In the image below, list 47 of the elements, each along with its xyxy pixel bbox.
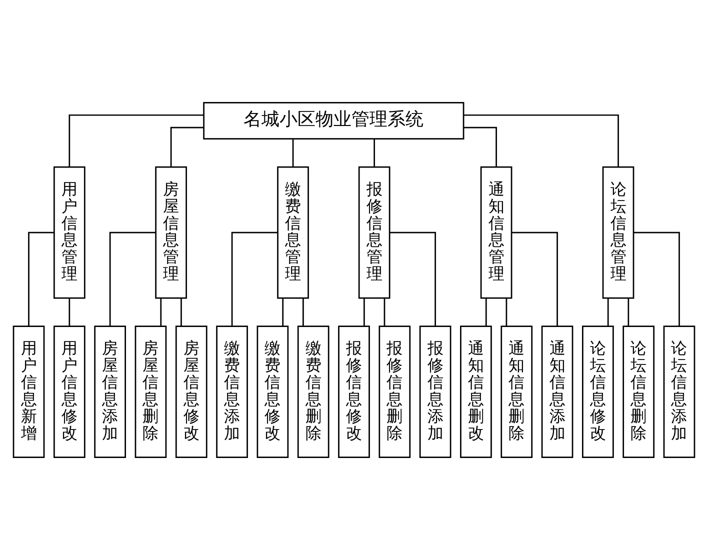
connector bbox=[505, 298, 507, 326]
connector bbox=[463, 114, 618, 167]
connector bbox=[282, 298, 284, 326]
node-box: 用户信息修改 bbox=[53, 326, 85, 458]
connector bbox=[389, 232, 436, 326]
node-box: 房屋信息管理 bbox=[154, 166, 186, 299]
connector bbox=[292, 139, 294, 167]
node-box: 通知信息添加 bbox=[540, 326, 573, 458]
connector bbox=[463, 126, 496, 167]
connector bbox=[68, 298, 70, 326]
connector bbox=[68, 114, 203, 167]
node-box: 缴费信息删除 bbox=[296, 326, 329, 458]
node-box: 论坛信息管理 bbox=[602, 166, 634, 299]
node-box: 报修信息修改 bbox=[338, 326, 370, 458]
node-box: 通知信息管理 bbox=[480, 166, 512, 299]
node-box: 通知信息删改 bbox=[460, 326, 492, 458]
node-box: 缴费信息修改 bbox=[256, 326, 288, 458]
connector bbox=[633, 232, 680, 326]
node-box: 论坛信息修改 bbox=[582, 326, 614, 458]
connector bbox=[362, 298, 364, 326]
node-box: 论坛信息删除 bbox=[622, 326, 654, 458]
node-box: 房屋信息修改 bbox=[174, 326, 207, 458]
node-box: 报修信息添加 bbox=[418, 326, 451, 458]
connector bbox=[28, 232, 54, 326]
connector bbox=[170, 126, 204, 167]
node-box: 名城小区物业管理系统 bbox=[202, 102, 464, 140]
node-box: 缴费信息管理 bbox=[276, 166, 308, 299]
node-box: 报修信息删除 bbox=[378, 326, 410, 458]
node-box: 缴费信息添加 bbox=[216, 326, 248, 458]
connector bbox=[484, 298, 486, 326]
node-box: 房屋信息删除 bbox=[134, 326, 166, 458]
node-box: 用户信息新增 bbox=[12, 326, 44, 458]
connector bbox=[606, 298, 608, 326]
connector bbox=[302, 298, 304, 326]
connector bbox=[511, 232, 558, 326]
connector bbox=[627, 298, 629, 326]
connector bbox=[180, 298, 182, 326]
connector bbox=[230, 232, 278, 326]
node-box: 论坛信息添加 bbox=[662, 326, 695, 458]
connector bbox=[383, 298, 385, 326]
connector bbox=[160, 298, 162, 326]
node-box: 房屋信息添加 bbox=[94, 326, 126, 458]
node-box: 报修信息管理 bbox=[358, 166, 390, 299]
connector bbox=[373, 139, 374, 167]
node-box: 通知信息删除 bbox=[500, 326, 532, 458]
connector bbox=[108, 232, 156, 326]
node-box: 用户信息管理 bbox=[53, 166, 85, 299]
